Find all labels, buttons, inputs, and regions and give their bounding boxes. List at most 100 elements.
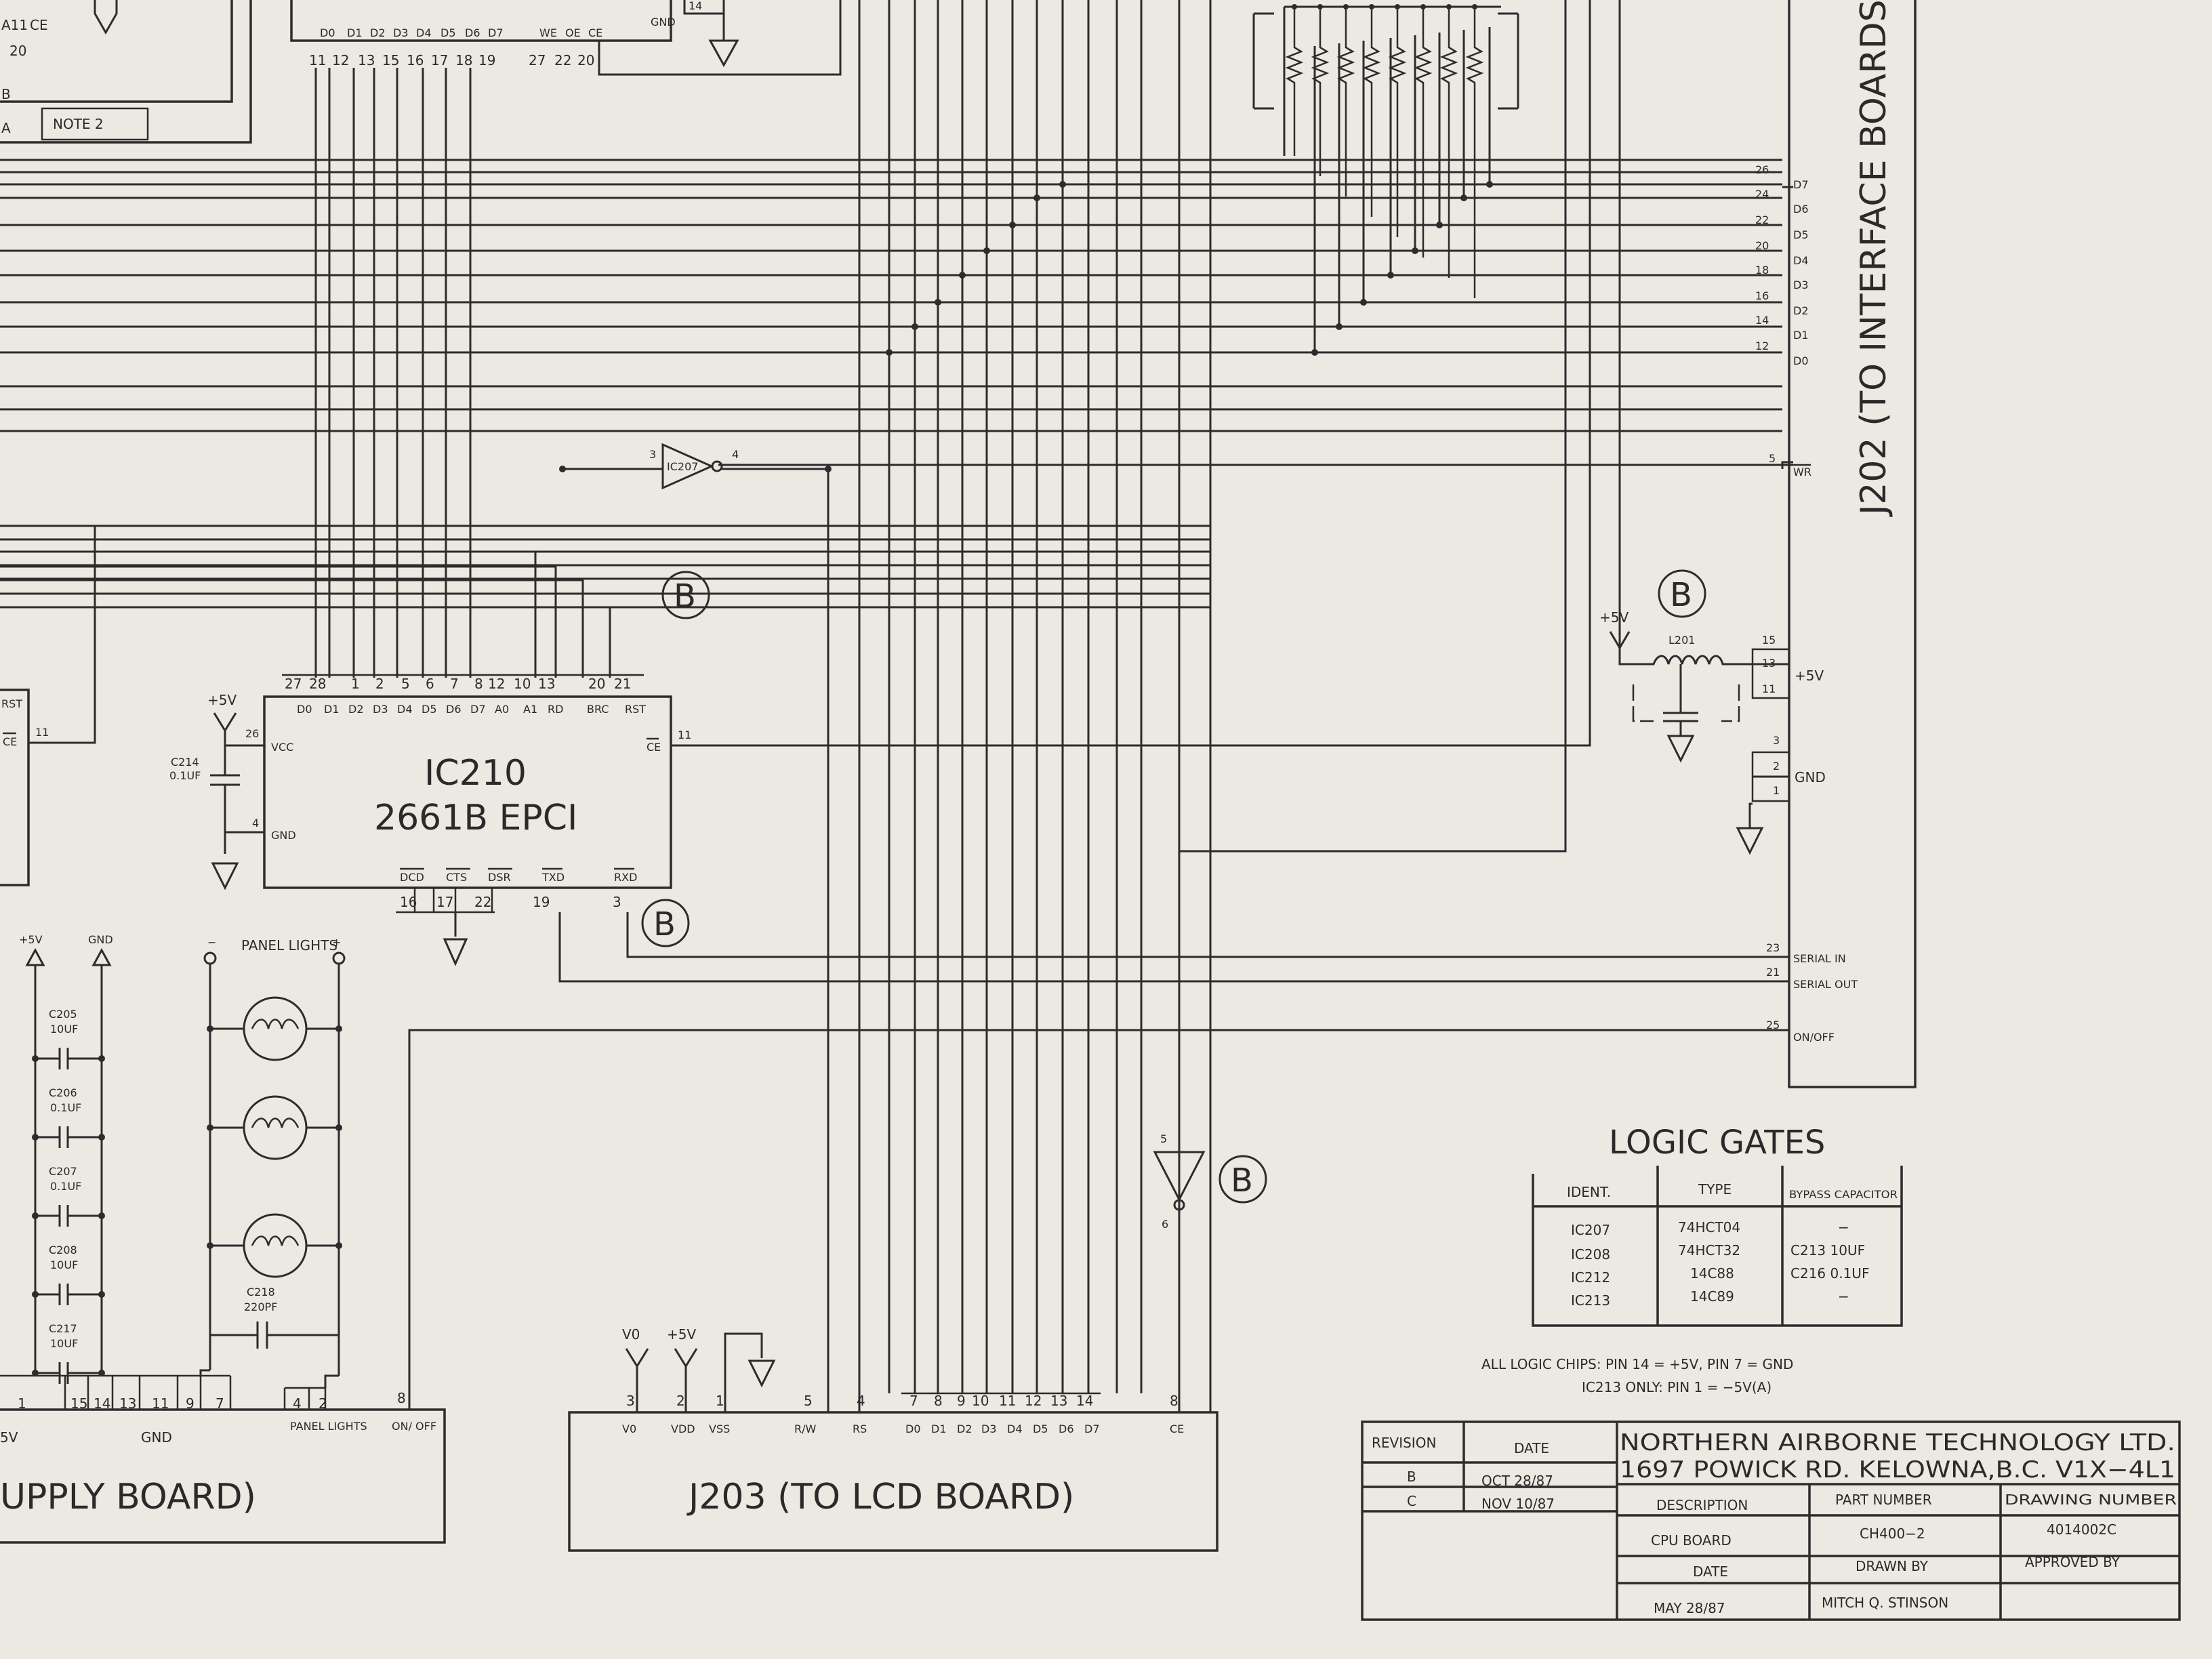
j202-gnd-label: GND: [1795, 769, 1826, 785]
left-chip-fragment: RST CE 11: [0, 526, 96, 886]
j203-pins: 3 V0 2 VDD 1 VSS 5 R/W 4 RS 7 D0 8 D1 9 …: [622, 1393, 1184, 1435]
ic210-pin-num: 20: [588, 676, 605, 692]
left-chip-pin-11: 11: [35, 726, 49, 739]
mem-pin-number: 20: [577, 52, 594, 68]
ic210-pin-name: D4: [397, 703, 413, 716]
ic210-pin-name: DCD: [400, 871, 424, 884]
ic210-part: 2661B EPCI: [374, 798, 577, 838]
ic210-pin-num: 17: [436, 894, 453, 910]
capacitor: [35, 1048, 102, 1069]
j202-pin-num: 16: [1755, 289, 1769, 302]
logic-gates-table: LOGIC GATES IDENT. TYPE BYPASS CAPACITOR…: [1481, 1124, 1903, 1395]
ic210-pin-name: RD: [548, 703, 563, 716]
wire: [671, 0, 1591, 747]
lamp-circle: [243, 1213, 308, 1278]
junction-dot: [1395, 4, 1400, 9]
wire: [0, 606, 611, 678]
ic210-pin-num: 2: [375, 676, 384, 692]
ic210-pin-name: TXD: [541, 871, 565, 884]
label-ce-top: CE: [30, 17, 48, 33]
j202-wr-name: WR: [1793, 466, 1811, 478]
rev-marker: B: [653, 905, 676, 943]
drawn-by-label: DRAWN BY: [1856, 1558, 1929, 1574]
mem-pin-number: 11: [309, 52, 326, 68]
memory-chip-fragment: D0 D1 D2 D3 D4 D5 D6 D7 WE OE CE 11 12 1…: [290, 0, 842, 76]
junction-dot: [1059, 181, 1066, 188]
mem-pin-number: 27: [529, 52, 546, 68]
ps-pin: 1: [18, 1395, 26, 1412]
table-cell: IC208: [1571, 1246, 1610, 1263]
wire: [0, 550, 537, 678]
mem-pin-name: D4: [416, 26, 432, 39]
label-a11: A11: [1, 17, 28, 33]
ic210-pin-name: D1: [324, 703, 340, 716]
ground-symbol: [211, 862, 239, 890]
junction-dot: [1292, 4, 1297, 9]
j202-pin-name: D0: [1793, 354, 1809, 367]
j202-pin-name: D1: [1793, 329, 1809, 342]
junction-dot: [1317, 4, 1323, 9]
mem-pin-name: D7: [488, 26, 504, 39]
j203-5v-supply: +5V: [667, 1326, 696, 1343]
left-chip-rst: RST: [1, 697, 22, 710]
mem-pin-name: D3: [393, 26, 409, 39]
ic210-pin-name: D0: [297, 703, 312, 716]
wire: [721, 468, 830, 1412]
j203-pin-name: D6: [1059, 1422, 1074, 1435]
ic210-pin-name: RXD: [614, 871, 637, 884]
cap-ref: C207: [49, 1165, 77, 1178]
ground-symbol: [443, 938, 468, 966]
wire: [408, 1029, 1789, 1410]
ic210-pin-name: CTS: [446, 871, 467, 884]
resistor: [1388, 7, 1407, 237]
ic210-name: IC210: [424, 753, 527, 794]
ic210-pin-num: 22: [474, 894, 491, 910]
junction-dot: [912, 323, 918, 330]
junction-dot: [335, 1242, 342, 1249]
junction-dot: [1420, 4, 1426, 9]
revision-header: REVISION: [1372, 1435, 1436, 1451]
junction-dot: [32, 1291, 39, 1298]
mem-pin-number: 17: [431, 52, 448, 68]
j203-pin-num: 3: [626, 1393, 635, 1409]
lamp-filament: [251, 1235, 300, 1246]
j203-pin-name: CE: [1170, 1422, 1184, 1435]
cap-val: 0.1UF: [50, 1180, 81, 1193]
revision-markers: B B B B: [641, 569, 1706, 1204]
ground-symbol: [747, 1359, 776, 1388]
mem-pin-name: D2: [370, 26, 386, 39]
junction-dot: [959, 272, 966, 279]
cap-ref: C208: [49, 1244, 77, 1256]
j202-pin-name: D4: [1793, 254, 1809, 267]
j203-pin-num: 8: [934, 1393, 943, 1409]
junction-dot: [32, 1055, 39, 1062]
ic210-pin-num: 28: [309, 676, 326, 692]
ic210-pin-num: 10: [514, 676, 531, 692]
ps-pin-numbers: 1 15 14 13 11 9 7 4 2 8: [18, 1390, 406, 1412]
power-supply-section: +5V GND C205 10UF C206 0.1UF C207 0.1UF …: [0, 933, 446, 1544]
ps-pin: 14: [94, 1395, 110, 1412]
junction-dot: [32, 1212, 39, 1219]
ic207-pin-4: 4: [732, 448, 739, 461]
mem-pin-number: 13: [358, 52, 375, 68]
label-a: A: [1, 120, 11, 136]
ic210-pin-name: D2: [348, 703, 364, 716]
ps-label-5v: 5V: [0, 1429, 18, 1446]
table-cell: IC213: [1571, 1292, 1610, 1309]
j203-pin-name: V0: [622, 1422, 636, 1435]
j202-pin-name: D5: [1793, 228, 1809, 241]
junction-dot: [559, 466, 566, 472]
ic210-pin-num: 13: [538, 676, 555, 692]
logic-gates-rows: IC207 74HCT04 − IC208 74HCT32 C213 10UF …: [1571, 1219, 1869, 1309]
ic210-pin-name: D6: [446, 703, 462, 716]
ic210-pin-num: 8: [474, 676, 483, 692]
memory-pin-names: D0 D1 D2 D3 D4 D5 D6 D7 WE OE CE: [320, 26, 602, 39]
j202-pin-name: D7: [1793, 178, 1809, 191]
junction-dot: [207, 1124, 213, 1131]
table-cell: C216 0.1UF: [1790, 1265, 1869, 1282]
mem-pin-name: CE: [588, 26, 602, 39]
j203-pin-num: 8: [1170, 1393, 1179, 1409]
ic210-pin-num: 27: [285, 676, 302, 692]
ic210-pin-num: 1: [351, 676, 360, 692]
